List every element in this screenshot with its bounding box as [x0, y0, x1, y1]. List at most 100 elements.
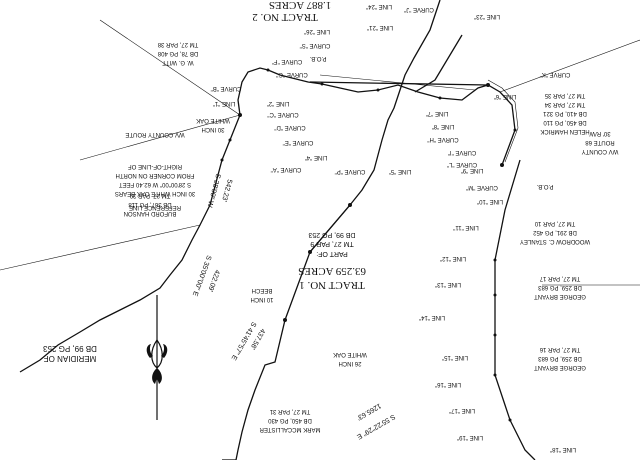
corner-dot — [438, 96, 442, 100]
note-oak26: WHITE OAK — [333, 351, 367, 357]
tract-1-tm: TM 27, PAR 9 — [310, 240, 354, 247]
labels: TRACT NO. 1 63.259 ACRES PART OF: TM 27,… — [43, 0, 619, 452]
line-label: LINE "2" — [267, 100, 290, 106]
note-beech: BEECH — [252, 287, 273, 293]
line-label: LINE "26" — [304, 28, 330, 34]
corner-dot — [228, 138, 232, 142]
curve-label: CURVE "S" — [300, 42, 331, 48]
owner-bryant-16-line: TM 27, PAR 16 — [539, 346, 580, 352]
bearing-1-distance: 542.23' — [220, 178, 233, 202]
curve-label: CURVE "B" — [211, 85, 242, 91]
bearing-1: S 28'00" W — [205, 173, 221, 209]
note-oak26: 26 INCH — [338, 360, 361, 366]
line-label: LINE "16" — [435, 381, 461, 387]
reference-line-3 — [0, 224, 201, 271]
owner-bryant-16-line: GEORGE BRYANT — [534, 364, 586, 370]
line-label: LINE "8" — [432, 123, 455, 129]
corner-dot — [376, 88, 380, 92]
corner-dot — [320, 82, 324, 86]
corner-markers — [220, 68, 517, 422]
curve-label: CURVE "P" — [335, 168, 366, 174]
owner-hamrick-line: DB 410, PG 321 — [542, 110, 586, 116]
owner-witt-line: W. G. WITT — [162, 59, 194, 65]
corner-dot — [238, 113, 242, 117]
meridian-title: MERIDIAN OF — [44, 354, 97, 363]
owner-mccallister-line: MARK MCCALLISTER — [259, 426, 321, 432]
line-label: LINE "13" — [435, 281, 461, 287]
line-label: LINE "23" — [474, 13, 500, 19]
tract-1-part-of: PART OF: — [316, 250, 348, 257]
line-label: LINE "11" — [453, 224, 479, 230]
line-label: LINE "7" — [426, 110, 449, 116]
owner-hamrick-line: DB 450, PG 110 — [543, 119, 587, 125]
corner-dot — [308, 250, 312, 254]
county-route-road — [237, 67, 516, 166]
note-reference: REFERENCE LINE — [129, 204, 181, 210]
note-reference: 30 INCH WHITE OAK BEARS — [115, 190, 195, 196]
tract-1-boundary — [235, 0, 441, 460]
line-label: LINE "19" — [457, 434, 483, 440]
line-label: LINE "14" — [419, 314, 445, 320]
line-label: LINE "1" — [213, 100, 236, 106]
tract-1-title: TRACT NO. 1 — [299, 279, 365, 291]
corner-dot — [266, 68, 270, 72]
curve-label: CURVE "J" — [404, 6, 434, 12]
note-beech: 10 INCH — [250, 296, 273, 302]
owner-hamrick-line: TM 27, PAR 34 — [544, 101, 585, 107]
curve-label: CURVE "K" — [540, 71, 571, 77]
owner-bryant-17-line: DB 259, PG 683 — [537, 284, 581, 290]
owner-hanson-line: BUFORD HANSON — [124, 210, 177, 216]
corner-dot — [220, 158, 224, 162]
curve-label: CURVE "I" — [448, 149, 477, 155]
note-oak30: WHITE OAK — [196, 117, 230, 123]
note-reference: RIGHT-OF-LINE OF — [128, 163, 182, 169]
owner-stanley-line: TM 27, PAR 10 — [534, 220, 575, 226]
tract-2-acres: 1.887 ACRES — [269, 0, 331, 11]
note-reference: S 28'00"00" W 62.40 FEET — [119, 181, 191, 187]
reference-line-5 — [499, 39, 640, 93]
point-of-beginning-tract2: P.O.B. — [309, 55, 326, 61]
tract-1-db: DB 99, PG 253 — [308, 231, 355, 238]
note-reference: FROM CORNER ON NORTH — [116, 172, 195, 178]
owner-witt-line: DB 78, PG 408 — [157, 50, 198, 56]
reference-line-1 — [79, 114, 241, 161]
line-label: LINE "6" — [494, 93, 517, 99]
corner-dot — [500, 163, 504, 167]
note-oak30: 30 INCH — [201, 126, 224, 132]
boundary-west — [19, 114, 241, 373]
corner-dot — [283, 318, 287, 322]
owner-hanson-line: TM 27, PAR 39 — [129, 192, 170, 198]
line-label: LINE "4" — [305, 154, 328, 160]
owner-mccallister-line: DB 450, PG 430 — [267, 417, 311, 423]
note-wv-route: 30' R/W — [589, 130, 610, 136]
note-wv-route: ROUTE 68 — [585, 139, 615, 145]
corner-dot — [486, 83, 490, 87]
curve-label: CURVE "A" — [271, 166, 302, 172]
line-label: LINE "15" — [442, 354, 468, 360]
line-label: LINE "9" — [461, 167, 484, 173]
reference-line-6 — [429, 0, 441, 31]
boundary-line-long — [414, 34, 463, 93]
owner-bryant-17-line: GEORGE BRYANT — [534, 293, 586, 299]
owner-bryant-17-line: TM 27, PAR 17 — [539, 275, 580, 281]
owner-stanley-line: DB 291, PG 452 — [532, 229, 576, 235]
note-reference: WV COUNTY ROUTE — [125, 131, 184, 137]
road-edge — [487, 79, 519, 163]
boundary-east — [494, 159, 536, 460]
reference-line-2 — [99, 19, 241, 116]
owner-witt-line: TM 27, PAR 38 — [157, 41, 198, 47]
bearing-2-distance: 422.09' — [206, 269, 220, 293]
curve-label: CURVE "G" — [276, 71, 308, 77]
boundary-line-55-22 — [309, 204, 351, 253]
curve-label: CURVE "D" — [274, 124, 305, 130]
curve-label: CURVE "H" — [427, 136, 458, 142]
tract-1-acres: 63.259 ACRES — [298, 265, 366, 277]
line-label: LINE "10" — [477, 198, 503, 204]
point-of-beginning: P.O.B. — [536, 183, 553, 189]
line-label: LINE "12" — [440, 255, 466, 261]
corner-dot — [348, 203, 352, 207]
line-label: LINE "21" — [367, 24, 393, 30]
curve-label: CURVE "E" — [283, 139, 314, 145]
line-label: LINE "5" — [389, 168, 412, 174]
